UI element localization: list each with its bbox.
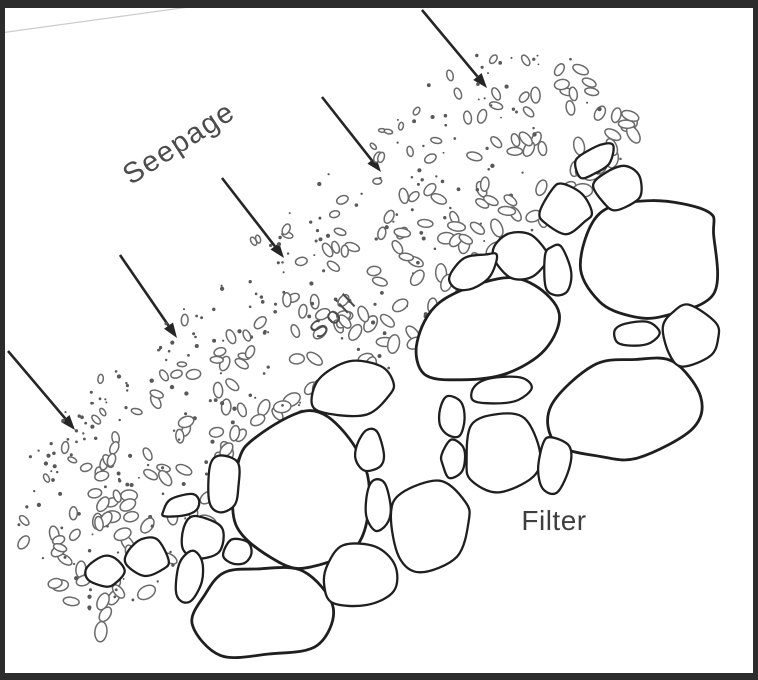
filter-stone <box>491 231 551 281</box>
filter-stone <box>180 514 225 560</box>
filter-stone <box>322 542 399 608</box>
seepage-arrow <box>421 9 487 88</box>
filter-stone <box>190 566 335 659</box>
filter-stone <box>310 359 396 418</box>
filter-stone <box>661 303 721 368</box>
filter-stone <box>546 356 704 462</box>
filter-label: Filter <box>521 505 586 536</box>
filter-stone <box>84 554 126 588</box>
seepage-arrows <box>7 9 487 430</box>
scan-artifact-line <box>0 5 197 34</box>
filter-stone <box>221 537 253 566</box>
seepage-arrow <box>118 254 177 338</box>
seepage-label: Seepage <box>117 96 241 192</box>
filter-stone <box>437 394 466 439</box>
filter-stone <box>613 320 661 347</box>
filter-stone <box>465 412 542 494</box>
filter-stone <box>174 549 205 604</box>
filter-stone <box>470 375 533 405</box>
seepage-arrow <box>7 350 75 430</box>
seepage-arrow <box>320 96 381 172</box>
filter-stone <box>207 454 241 514</box>
filter-stone <box>123 536 171 578</box>
filter-stone <box>364 478 392 533</box>
filter-stone <box>536 436 573 496</box>
filter-stone <box>161 492 201 518</box>
filter-stone <box>591 164 643 212</box>
filter-stone <box>578 199 720 320</box>
filter-stone <box>538 182 594 236</box>
filter-stone <box>439 438 467 480</box>
filter-stone <box>447 252 499 292</box>
seepage-arrow <box>220 177 284 258</box>
filter-stone <box>573 142 615 180</box>
filter-stone <box>543 243 573 297</box>
filter-stone <box>414 276 561 382</box>
filter-stone <box>389 479 471 574</box>
filter-stone <box>354 427 386 473</box>
filter-stones <box>84 142 721 659</box>
